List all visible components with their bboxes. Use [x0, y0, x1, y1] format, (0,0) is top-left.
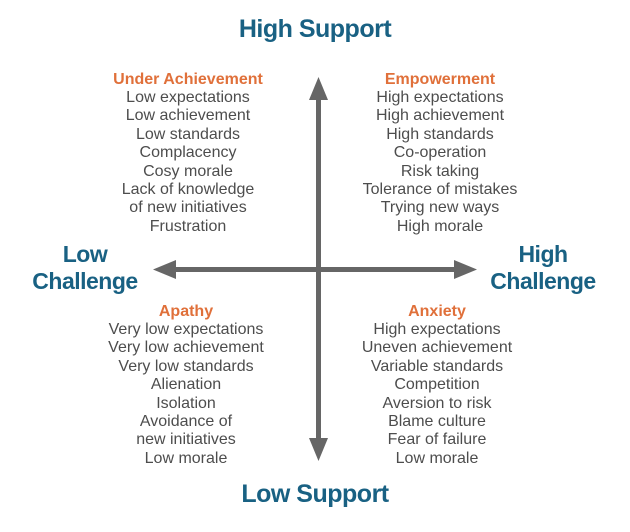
quadrant-title: Anxiety — [408, 303, 466, 320]
quadrant-item: Isolation — [156, 394, 216, 412]
quadrant-title: Apathy — [158, 303, 214, 320]
axis-label-low-challenge-line2: Challenge — [32, 268, 138, 294]
quadrant-item: High morale — [396, 217, 484, 235]
quadrant-item: Risk taking — [400, 162, 480, 180]
quadrant-item: Complacency — [139, 144, 237, 162]
axis-label-high-challenge: High Challenge — [458, 241, 628, 295]
quadrant-item: Uneven achievement — [361, 339, 513, 357]
quadrant-item: Low standards — [135, 125, 241, 143]
quadrant-item: new initiatives — [136, 431, 236, 449]
quadrant-item: Cosy morale — [143, 162, 233, 180]
quadrant-item: of new initiatives — [129, 199, 247, 217]
quadrant-item: Low expectations — [126, 89, 250, 106]
quadrant-item: Low morale — [144, 449, 228, 467]
quadrant-item: Low achievement — [125, 107, 251, 125]
quadrant-item: High expectations — [373, 321, 501, 338]
quadrant-item: Low morale — [395, 449, 479, 467]
quadrant-item: Very low standards — [118, 357, 254, 375]
arrowhead-left-icon — [153, 260, 176, 279]
quadrant-item: High achievement — [375, 107, 505, 125]
quadrant-title: Empowerment — [384, 71, 496, 88]
quadrant-item: Blame culture — [388, 413, 486, 431]
quadrant-apathy: Apathy Very low expectations Very low ac… — [81, 302, 291, 468]
quadrant-under-achievement: Under Achievement Low expectations Low a… — [83, 70, 293, 236]
quadrant-item: Alienation — [150, 376, 222, 394]
axis-label-low-challenge-line1: Low — [62, 241, 108, 267]
arrowhead-right-icon — [454, 260, 477, 279]
axis-label-low-support: Low Support — [241, 480, 389, 508]
quadrant-item: Co-operation — [393, 144, 487, 162]
quadrant-item: Competition — [394, 376, 480, 394]
axis-label-low-challenge: Low Challenge — [0, 241, 170, 295]
quadrant-item: Very low achievement — [108, 339, 264, 357]
quadrant-item: High standards — [386, 125, 494, 143]
quadrant-item: Trying new ways — [380, 199, 500, 217]
axis-label-high-support: High Support — [238, 15, 392, 43]
quadrant-item: Variable standards — [370, 357, 504, 375]
quadrant-item: Avoidance of — [139, 413, 233, 431]
quadrant-anxiety: Anxiety High expectations Uneven achieve… — [332, 302, 542, 468]
quadrant-item: Frustration — [149, 217, 227, 235]
axis-label-high-challenge-line2: Challenge — [490, 268, 596, 294]
quadrant-item: Lack of knowledge — [121, 181, 255, 199]
quadrant-title: Under Achievement — [113, 71, 263, 88]
quadrant-item: Very low expectations — [108, 321, 264, 338]
quadrant-item: Tolerance of mistakes — [362, 181, 518, 199]
quadrant-item: Aversion to risk — [382, 394, 492, 412]
quadrant-item: Fear of failure — [387, 431, 487, 449]
quadrant-item: High expectations — [376, 89, 504, 106]
arrowhead-up-icon — [309, 77, 328, 100]
arrowhead-down-icon — [309, 438, 328, 461]
axis-label-high-challenge-line1: High — [518, 241, 568, 267]
quadrant-empowerment: Empowerment High expectations High achie… — [335, 70, 545, 236]
